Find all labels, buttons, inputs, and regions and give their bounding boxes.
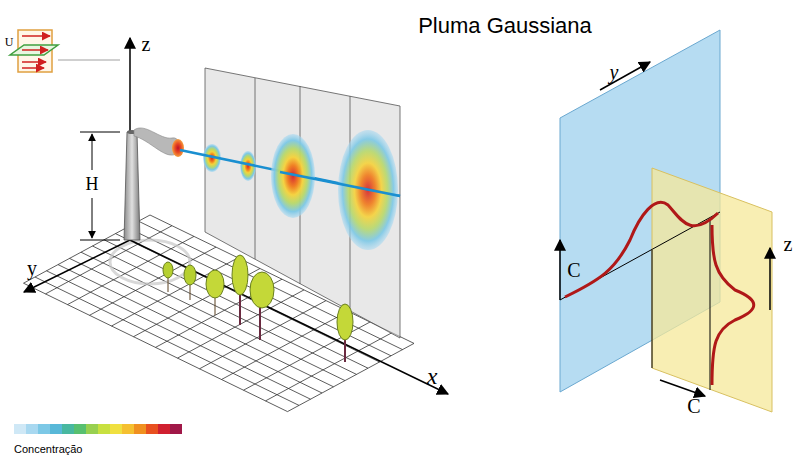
axis-label: z	[784, 234, 793, 254]
dimension-line	[92, 198, 93, 238]
section-planes	[205, 68, 400, 338]
profile-figure	[560, 30, 772, 412]
wind-profile	[10, 30, 120, 72]
dimension-line	[92, 134, 93, 170]
axis-label: C	[687, 396, 700, 416]
axis-label: C	[567, 260, 580, 280]
stack	[124, 132, 140, 240]
trees	[163, 255, 353, 362]
axis-label: x	[427, 364, 438, 388]
dimension-tick	[80, 240, 120, 241]
y-axis	[24, 240, 130, 292]
axis-label: z	[142, 34, 151, 54]
colorbar-label: Concentração	[14, 444, 83, 455]
concentration-colorbar	[14, 424, 182, 434]
title: Pluma Gaussiana	[418, 15, 592, 37]
wind-label: U	[5, 36, 14, 48]
plume	[134, 128, 400, 250]
axis-label: y	[27, 258, 37, 278]
axis-label: y	[610, 62, 619, 82]
dimension-tick	[80, 132, 120, 133]
stack-footprint	[110, 240, 190, 284]
dimension-label: H	[86, 175, 99, 193]
